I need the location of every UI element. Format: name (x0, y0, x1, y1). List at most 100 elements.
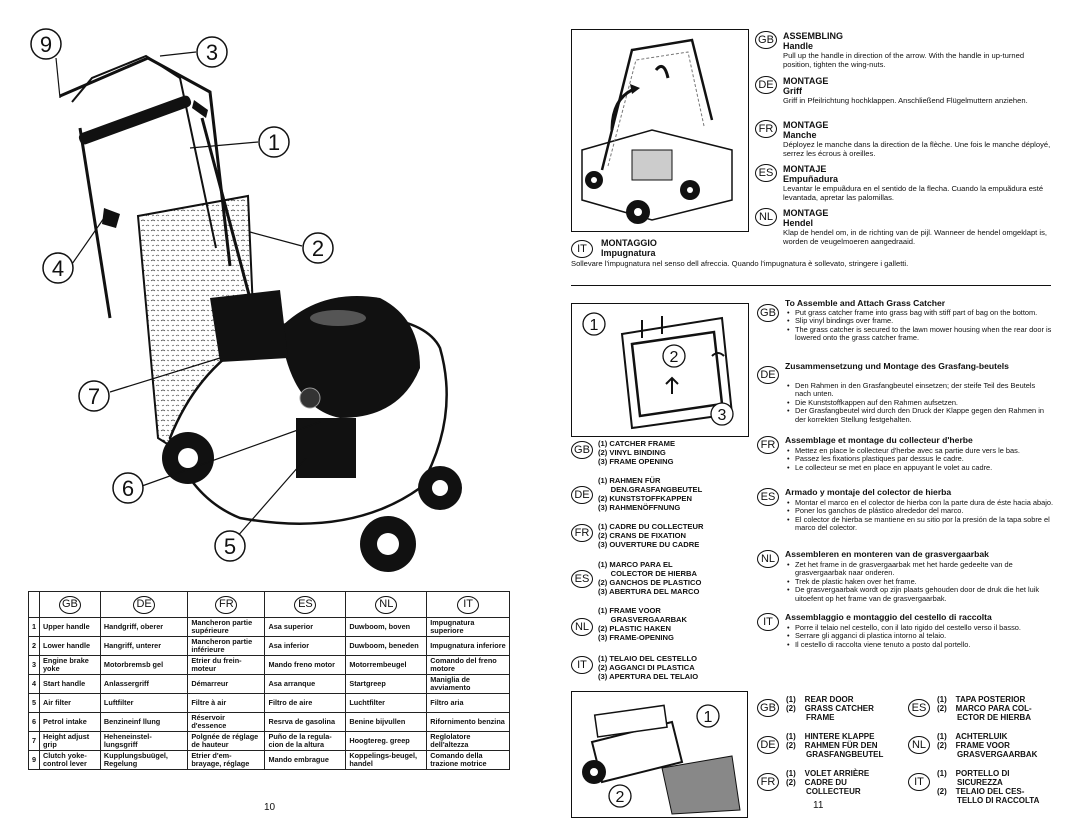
table-cell: Filtre à air (187, 693, 266, 713)
door-legend-text: (1) TAPA POSTERIOR (2) MARCO PARA COL- E… (937, 695, 1032, 722)
parts-list-gb: GB (1) CATCHER FRAME (2) VINYL BINDING (… (571, 439, 753, 475)
parts-translation-table: GB DE FR ES NL IT 1 Upper handle Handgri… (28, 591, 510, 770)
door-callout-1: 1 (696, 704, 720, 728)
svg-text:5: 5 (224, 534, 236, 559)
section-title: MONTAGE (783, 76, 829, 86)
assembling-es: ES MONTAJE Empuñadura Levantar le empuãd… (755, 164, 1053, 202)
lang-badge: ES (908, 699, 930, 717)
table-header-num (28, 591, 40, 618)
callout-9: 9 (30, 28, 62, 60)
instruction-list: Montar el marco en el colector de hierba… (787, 498, 1053, 533)
table-row: 7 Height adjust grip Heheneinstel-lungsg… (28, 731, 510, 751)
assembling-it: IT MONTAGGIO Impugnatura Sollevare l'imp… (571, 238, 1053, 268)
table-cell: Réservoir d'essence (187, 712, 266, 732)
table-cell: Reglolatore dell'altezza (426, 731, 510, 751)
instruction-item: Montar el marco en el colector de hierba… (787, 498, 1053, 508)
grass-catcher-image: 1 2 3 (571, 303, 749, 437)
lang-badge: DE (755, 76, 777, 94)
instruction-list: Zet het frame in de grasvergaarbak met h… (787, 560, 1053, 603)
lawn-mower-illustration: 9 3 1 2 4 7 6 5 (30, 28, 462, 572)
callout-1: 1 (258, 126, 290, 158)
section-text: Klap de hendel om, in de richting van de… (783, 228, 1047, 247)
table-cell: Impugnatura inferiore (426, 636, 510, 656)
table-header-cell: FR (187, 591, 266, 618)
lang-badge: DE (757, 736, 779, 754)
table-cell: Duwboom, beneden (345, 636, 428, 656)
table-cell: Etrier du frein-moteur (187, 655, 266, 675)
parts-list-text: (1) RAHMEN FÜR DEN.GRASFANGBEUTEL (2) KU… (598, 476, 703, 512)
lang-badge: DE (757, 366, 779, 384)
table-cell: Motorbremsb gel (99, 655, 189, 675)
instruction-item: De grasvergaarbak wordt op zijn plaats g… (787, 586, 1053, 603)
table-cell: Hangriff, unterer (99, 636, 189, 656)
instruction-item: Slip vinyl bindings over frame. (787, 316, 1053, 326)
section-subtitle: Empuñadura (783, 174, 839, 184)
table-header-cell: NL (345, 591, 428, 618)
lang-badge: ES (571, 570, 593, 588)
instruction-heading: To Assemble and Attach Grass Catcher (785, 298, 946, 308)
door-legend-fr: FR (1) VOLET ARRIÈRE (2) CADRE DU COLLEC… (757, 769, 897, 803)
instruction-item: Put grass catcher frame into grass bag w… (787, 308, 1053, 318)
section-title: MONTAGGIO (601, 238, 657, 248)
instruction-item: Porre il telaio nel cestello, con il lat… (787, 623, 1053, 633)
instruction-item: The grass catcher is secured to the lawn… (787, 325, 1053, 343)
door-legend-gb: GB (1) REAR DOOR (2) GRASS CATCHER FRAME (757, 695, 897, 729)
instruction-item: Trek de plastic haken over het frame. (787, 577, 1053, 587)
instruction-item: Serrare gli agganci di plastica intorno … (787, 631, 1053, 641)
table-cell: Rifornimento benzina (426, 712, 510, 732)
lang-badge: ES (757, 488, 779, 506)
section-title: MONTAJE (783, 164, 827, 174)
table-row: 6 Petrol intake Benzineinf llung Réservo… (28, 712, 510, 732)
callout-3: 3 (196, 36, 228, 68)
table-cell: Comando della trazione motrice (426, 750, 510, 770)
section-subtitle: Manche (783, 130, 817, 140)
catcher-callout-3: 3 (710, 402, 734, 426)
handle-assembly-drawing (581, 38, 733, 224)
handle-assembly-image (571, 29, 749, 232)
parts-list-text: (1) FRAME VOOR GRASVERGAARBAK (2) PLASTI… (598, 606, 688, 642)
page-number-left: 10 (264, 802, 276, 813)
table-cell: Air filter (39, 693, 101, 713)
callout-2: 2 (302, 232, 334, 264)
lang-badge: FR (755, 120, 777, 138)
section-title: MONTAGE (783, 120, 829, 130)
instruction-item: El colector de hierba se mantiene en su … (787, 515, 1053, 533)
instruction-list: Mettez en place le collecteur d'herbe av… (787, 446, 1053, 473)
row-number: 1 (28, 617, 40, 637)
door-legend-es: ES (1) TAPA POSTERIOR (2) MARCO PARA COL… (908, 695, 1054, 729)
table-cell: Maniglia de avviamento (426, 674, 510, 694)
door-legend-text: (1) VOLET ARRIÈRE (2) CADRE DU COLLECTEU… (786, 769, 870, 796)
lang-badge: IT (571, 240, 593, 258)
row-number: 6 (28, 712, 40, 732)
door-legend-text: (1) REAR DOOR (2) GRASS CATCHER FRAME (786, 695, 874, 722)
svg-text:6: 6 (122, 476, 134, 501)
section-title: ASSEMBLING (783, 31, 844, 41)
lang-badge: ES (755, 164, 777, 182)
svg-text:7: 7 (88, 384, 100, 409)
table-cell: Hoogtereg. greep (345, 731, 428, 751)
instruction-heading: Armado y montaje del colector de hierba (785, 487, 952, 497)
svg-text:4: 4 (52, 256, 64, 281)
svg-text:1: 1 (590, 317, 599, 334)
grass-catcher-drawing: 1 2 3 (582, 312, 734, 430)
parts-list-text: (1) MARCO PARA EL COLECTOR DE HIERBA (2)… (598, 560, 702, 596)
lang-badge: IT (571, 656, 593, 674)
table-cell: Benine bijvullen (345, 712, 428, 732)
table-cell: Duwboom, boven (345, 617, 428, 637)
lang-badge: NL (571, 618, 593, 636)
instruction-heading: Zusammensetzung und Montage des Grasfang… (785, 361, 1009, 371)
section-subtitle: Griff (783, 86, 802, 96)
door-legend-de: DE (1) HINTERE KLAPPE (2) RAHMEN FÜR DEN… (757, 732, 897, 766)
lang-badge: NL (755, 208, 777, 226)
svg-text:1: 1 (704, 709, 713, 726)
parts-list-it: IT (1) TELAIO DEL CESTELLO (2) AGGANCI D… (571, 654, 753, 690)
table-cell: Asa arranque (264, 674, 347, 694)
svg-text:9: 9 (40, 32, 52, 57)
section-title: MONTAGE (783, 208, 829, 218)
door-callout-2: 2 (608, 784, 632, 808)
lang-badge: GB (755, 31, 777, 49)
svg-text:2: 2 (312, 236, 324, 261)
table-cell: Mancheron partie inférieure (187, 636, 266, 656)
instruction-item: Poner los ganchos de plástico alrededor … (787, 506, 1053, 516)
section-text: Pull up the handle in direction of the a… (783, 51, 1025, 70)
